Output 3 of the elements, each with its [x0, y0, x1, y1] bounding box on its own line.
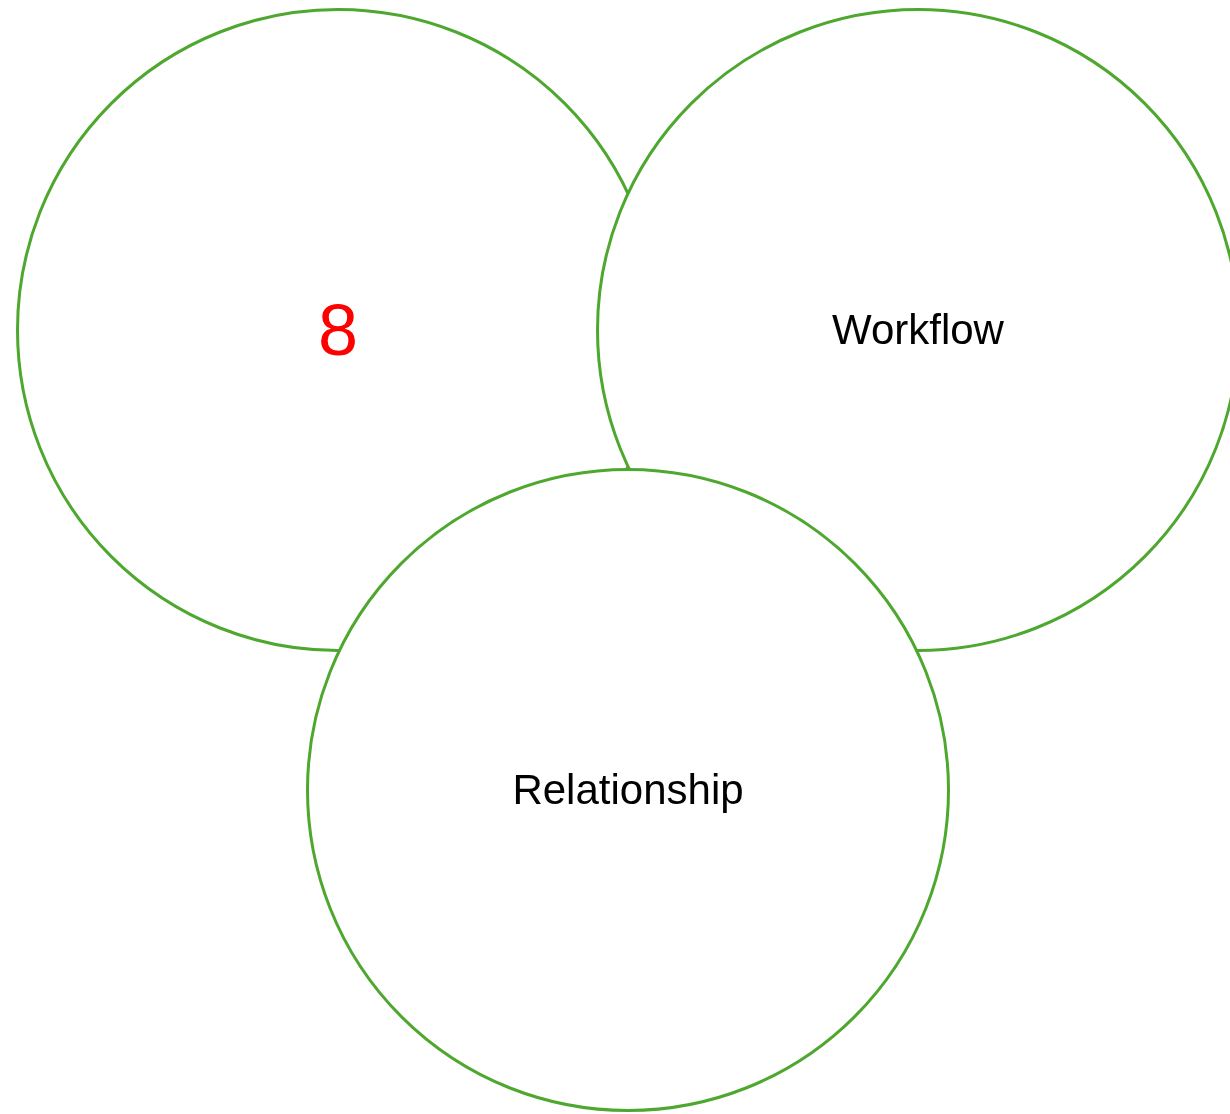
circle-label: Relationship	[511, 766, 745, 814]
circle-label: Workflow	[831, 306, 1005, 354]
circle-label: 8	[316, 289, 359, 371]
